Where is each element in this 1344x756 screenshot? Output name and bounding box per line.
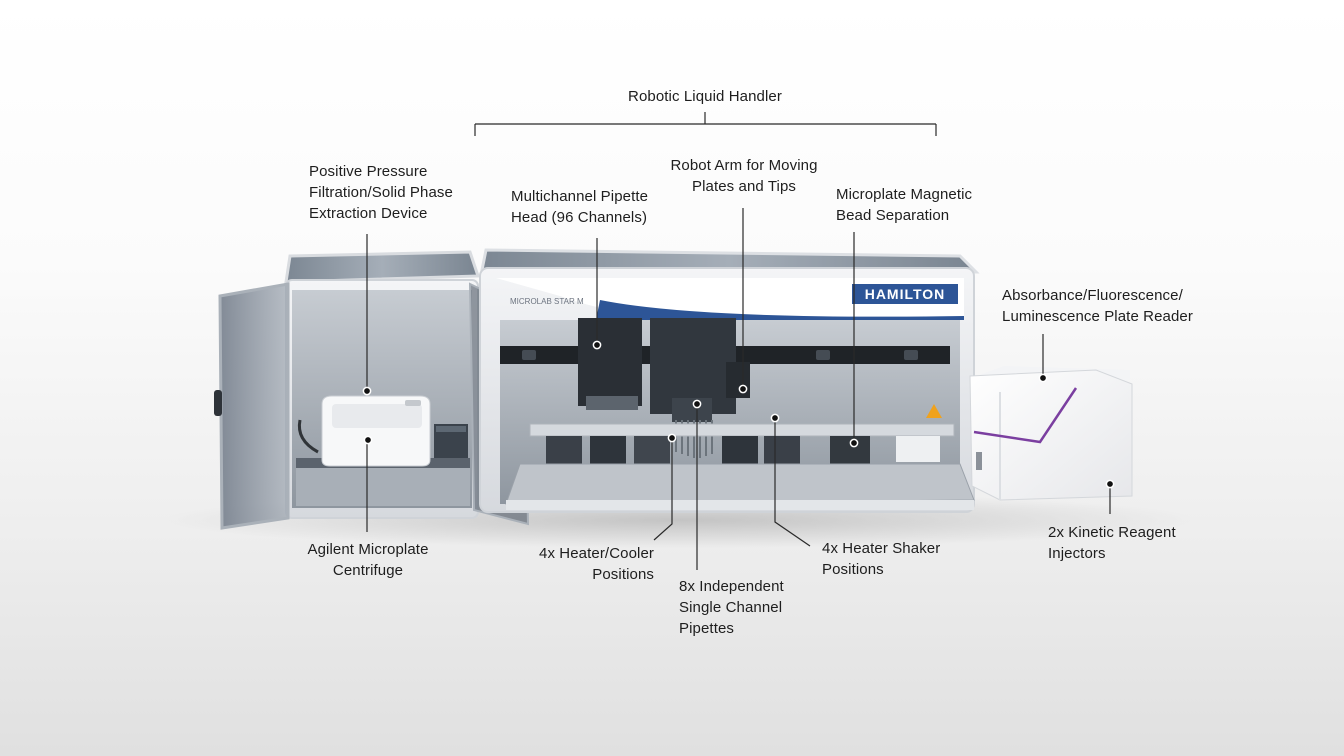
callout-dot-heater-cooler [667,433,677,443]
callout-line-heater-shaker [774,418,811,547]
callout-dot-robot-arm [738,384,748,394]
callout-dot-injectors [1105,479,1115,489]
model-label: MICROLAB STAR M [510,297,584,306]
callout-dot-filtration [362,386,372,396]
liquid-handler: HAMILTON MICROLAB STAR M [479,248,980,513]
label-centrifuge: Agilent Microplate Centrifuge [307,541,429,579]
plate-reader-device [969,366,1133,501]
label-magnetic-bead-separation: Microplate Magnetic Bead Separation [836,186,973,224]
callout-dot-centrifuge [363,435,373,445]
callout-dot-heater-shaker [770,413,780,423]
robotic-liquid-handler-bracket [474,112,937,136]
label-robotic-liquid-handler: Robotic Liquid Handler [628,88,782,105]
callout-line-heater-cooler [653,438,673,541]
left-door [214,282,290,530]
label-heater-shaker: 4x Heater Shaker Positions [822,540,941,578]
callout-dot-magnetic [849,438,859,448]
centrifuge [321,395,431,467]
label-multichannel-pipette-head: Multichannel Pipette Head (96 Channels) [511,188,649,226]
callout-dot-plate-reader [1038,373,1048,383]
centrifuge-enclosure [284,250,481,519]
label-reagent-injectors: 2x Kinetic Reagent Injectors [1048,524,1176,562]
brand-plate [852,284,958,304]
brand-logo: HAMILTON [865,286,946,302]
callout-dot-multichannel [592,340,602,350]
label-filtration-device: Positive Pressure Filtration/Solid Phase… [309,163,453,222]
multichannel-head [578,318,642,406]
label-heater-cooler: 4x Heater/Cooler Positions [539,545,654,583]
deck-modules [546,436,940,464]
label-robot-arm: Robot Arm for Moving Plates and Tips [670,157,818,195]
label-plate-reader: Absorbance/Fluorescence/ Luminescence Pl… [1002,287,1193,325]
callout-dot-single-channel [692,399,702,409]
label-single-channel-pipettes: 8x Independent Single Channel Pipettes [679,578,784,637]
